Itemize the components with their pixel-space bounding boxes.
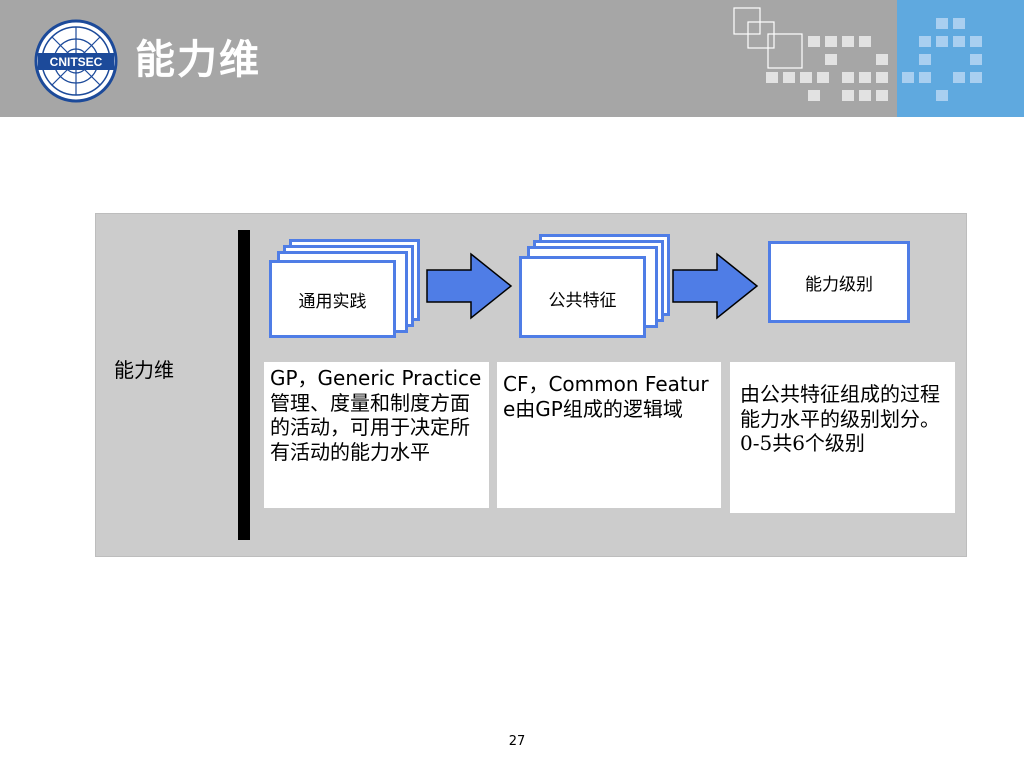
node-label: 通用实践: [298, 291, 367, 312]
description-common-feature: CF，Common Feature由GP组成的逻辑域: [497, 362, 721, 508]
node-label: 公共特征: [548, 290, 617, 311]
stack-card-front: [519, 256, 646, 338]
description-capability-level: 由公共特征组成的过程能力水平的级别划分。0-5共6个级别: [730, 362, 955, 513]
node-label: 能力级别: [805, 275, 873, 295]
description-generic-practice: GP，Generic Practice 管理、度量和制度方面的活动，可用于决定所…: [264, 362, 489, 508]
vertical-divider-bar: [238, 230, 250, 540]
flow-arrow: [672, 252, 759, 320]
cnitsec-logo: CNITSEC: [34, 19, 118, 103]
stack-card-front: [269, 260, 396, 338]
dimension-label: 能力维: [114, 358, 174, 382]
decorative-squares-pattern: [733, 7, 982, 101]
page-title: 能力维: [135, 37, 261, 83]
page-number: 27: [508, 734, 526, 749]
logo-text: CNITSEC: [50, 55, 103, 69]
node-card: [768, 241, 910, 323]
flow-arrow: [426, 252, 513, 320]
